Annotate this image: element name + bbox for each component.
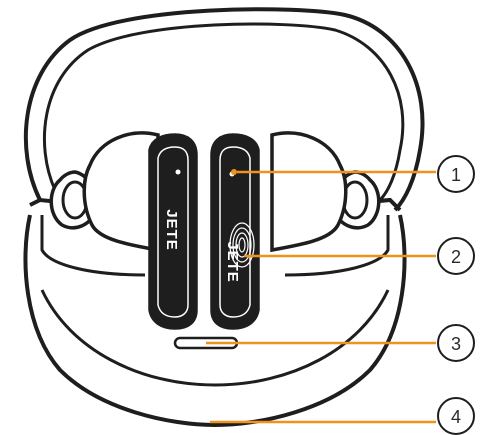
callout-2-number: 2: [451, 247, 461, 267]
callout-1-number: 1: [451, 165, 461, 185]
callout-3: 3: [438, 325, 474, 361]
callout-1-anchor-dot: [231, 169, 237, 175]
callout-4-number: 4: [451, 407, 461, 427]
left-earbud-brand-label: JETE: [163, 209, 180, 251]
callout-3-number: 3: [451, 334, 461, 354]
right-earbud-brand-label: JETE: [224, 241, 241, 283]
callout-2: 2: [438, 238, 474, 274]
callout-1: 1: [438, 156, 474, 192]
callout-4: 4: [438, 398, 474, 434]
